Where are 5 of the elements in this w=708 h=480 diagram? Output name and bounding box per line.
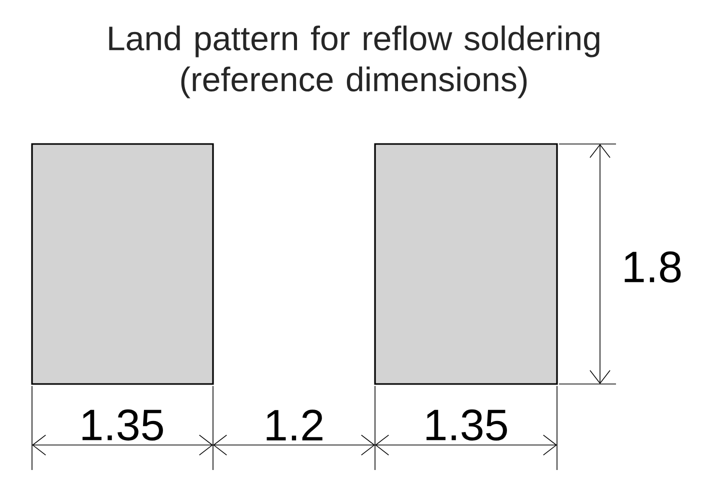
dimension-label: 1.8 (624, 251, 681, 283)
dimension-label: 1.2 (266, 410, 322, 440)
title: Land pattern for reflow soldering (reference dimensions) (109, 26, 600, 98)
dimension-label: 1.35 (426, 409, 507, 441)
dimension-label: 1.35 (82, 409, 163, 441)
